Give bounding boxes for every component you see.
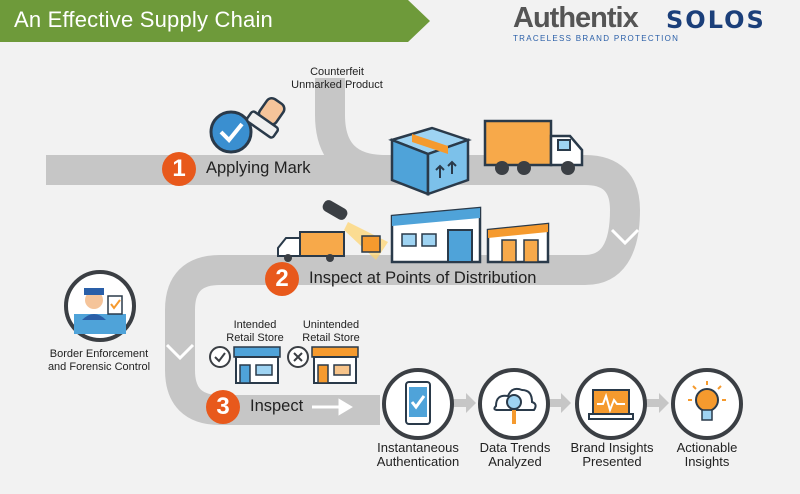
cloud-search-icon (478, 368, 550, 440)
step-3-label: Inspect (250, 397, 304, 415)
lightbulb-icon (671, 368, 743, 440)
delivery-truck-icon (483, 119, 584, 175)
intended-store-icon (209, 346, 281, 384)
step-1-badge: 1 (162, 152, 196, 186)
step-2-badge: 2 (265, 262, 299, 296)
unintended-store-icon (287, 346, 359, 384)
authentix-logo: Authentix (513, 2, 639, 34)
step-1-label: Applying Mark (206, 159, 311, 177)
laptop-chart-icon (575, 368, 647, 440)
page-title: An Effective Supply Chain (14, 7, 273, 32)
step-2-label: Inspect at Points of Distribution (309, 269, 537, 287)
phone-check-icon (382, 368, 454, 440)
authentix-tagline: TRACELESS BRAND PROTECTION (513, 34, 680, 43)
stamp-check-icon (209, 96, 286, 154)
header-banner (0, 0, 430, 42)
distribution-warehouse-icon (277, 200, 550, 264)
package-box-icon (388, 126, 472, 196)
solos-logo: SOLOS (666, 6, 766, 34)
border-officer-icon (64, 270, 136, 342)
step-3-badge: 3 (206, 390, 240, 424)
